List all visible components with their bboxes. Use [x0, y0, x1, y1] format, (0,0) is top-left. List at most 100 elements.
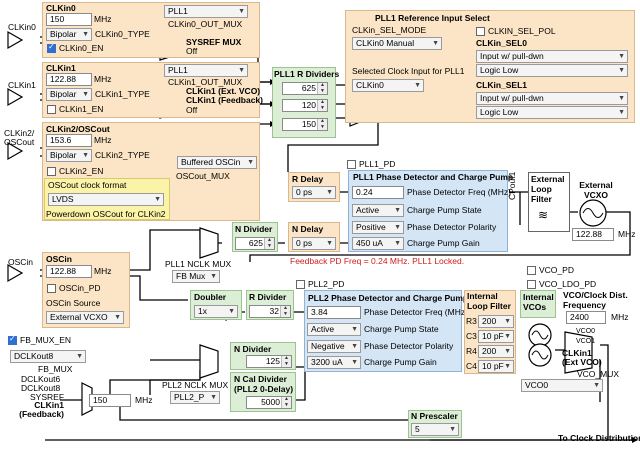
internal-vcos-title: Internal VCOs [523, 292, 554, 312]
clkin1-type-select[interactable]: Bipolar▼ [46, 88, 92, 101]
clkin-sel-mode-select[interactable]: CLKin0 Manual▼ [352, 37, 442, 50]
pll1-pd-freq-input[interactable]: 0.24 [352, 186, 404, 199]
pll1-n-divider-spinner[interactable]: 625▲▼ [235, 237, 275, 250]
clkin-sel1-level-select[interactable]: Logic Low▼ [476, 106, 628, 119]
r3-select[interactable]: 200▼ [478, 315, 514, 328]
clkin0-en-label: CLKin0_EN [59, 43, 104, 53]
pll2-pd-pol-select[interactable]: Negative▼ [307, 340, 361, 353]
chevron-down-icon: ▼ [394, 240, 401, 247]
pll1-pd-pol-select[interactable]: Positive▼ [352, 221, 404, 234]
clkin1-out-mux-select[interactable]: PLL1▼ [164, 64, 248, 77]
pll1-n-divider-value: 625 [248, 238, 263, 248]
spin-arrows-icon[interactable]: ▲▼ [264, 237, 274, 249]
vco-mux-select[interactable]: VCO0▼ [521, 379, 603, 392]
spin-arrows-icon[interactable]: ▲▼ [280, 305, 290, 317]
selected-input-select[interactable]: CLKin0▼ [352, 79, 424, 92]
pll2-nclk-mux-select[interactable]: PLL2_P▼ [170, 391, 220, 404]
oscout-mux-select[interactable]: Buffered OSCin▼ [177, 156, 257, 169]
clkin1-opt-ext-vco: CLKin1 (Ext. VCO) [186, 86, 261, 96]
vco-ldo-pd-checkbox[interactable] [527, 280, 536, 289]
pll2-pd-freq-input[interactable]: 3.84 [307, 306, 361, 319]
chevron-down-icon: ▼ [504, 348, 511, 355]
clkin-sel-pol-checkbox[interactable] [476, 27, 485, 36]
pll1-ref-select-title: PLL1 Reference Input Select [375, 13, 490, 23]
clkin0-en-checkbox[interactable] [47, 42, 56, 53]
oscin-title: OSCin [46, 254, 72, 264]
pin-clkin0: CLKin0 [8, 22, 36, 32]
chevron-down-icon: ▼ [154, 196, 161, 203]
clkin1-freq-input[interactable]: 122.88 [46, 73, 92, 86]
clkin1-en-checkbox[interactable] [47, 105, 56, 114]
chevron-down-icon: ▼ [238, 67, 245, 74]
pll1-r0-spinner[interactable]: 625▲▼ [282, 82, 328, 95]
pll2-n-divider-title: N Divider [234, 344, 272, 354]
pll1-cp-gain-label: Charge Pump Gain [407, 238, 480, 248]
pll2-pd-pol-value: Negative [311, 341, 345, 351]
oscin-pd-checkbox[interactable] [47, 284, 56, 293]
pll1-cp-gain-select[interactable]: 450 uA▼ [352, 237, 404, 250]
clkin2-type-select[interactable]: Bipolar▼ [46, 149, 92, 162]
pll2-r-divider-spinner[interactable]: 32▲▼ [249, 305, 291, 318]
external-loop-filter-box [528, 172, 570, 232]
vcxo-freq-unit: MHz [618, 229, 636, 239]
pll2-cp-state-select[interactable]: Active▼ [307, 323, 361, 336]
spin-arrows-icon[interactable]: ▲▼ [317, 118, 327, 130]
c4-select[interactable]: 10 pF▼ [478, 360, 514, 373]
pll1-r1-value: 120 [301, 100, 316, 110]
spin-arrows-icon[interactable]: ▲▼ [281, 355, 291, 367]
vco-ldo-pd-label: VCO_LDO_PD [539, 279, 597, 289]
c4-label: C4 [466, 361, 477, 371]
fb-mux-select[interactable]: DCLKout8▼ [10, 350, 86, 363]
fb-mux-input-dclkout6: DCLKout6 [21, 374, 61, 384]
fb-mux-freq-input[interactable]: 150 [89, 394, 131, 407]
c4-value: 10 pF [482, 361, 504, 371]
pll1-r2-spinner[interactable]: 150▲▼ [282, 118, 328, 131]
to-clock-distribution-label: To Clock Distribution [558, 433, 640, 443]
chevron-down-icon: ▼ [114, 314, 121, 321]
pin-clkin1: CLKin1 [8, 80, 36, 90]
clkin-sel0-type-select[interactable]: Input w/ pull-dwn▼ [476, 50, 628, 63]
chevron-down-icon: ▼ [238, 8, 245, 15]
clkin-sel0-level-select[interactable]: Logic Low▼ [476, 64, 628, 77]
chevron-down-icon: ▼ [351, 326, 358, 333]
clkin-sel1-type-select[interactable]: Input w/ pull-dwn▼ [476, 92, 628, 105]
pll1-pd-checkbox[interactable] [347, 160, 356, 169]
vco-mux-label: VCO_MUX [577, 369, 620, 379]
pll2-pd-checkbox[interactable] [296, 280, 305, 289]
clkin2-freq-input[interactable]: 153.6 [46, 134, 92, 147]
clkin0-freq-input[interactable]: 150 [46, 13, 92, 26]
oscin-freq-input[interactable]: 122.88 [46, 265, 92, 278]
pll1-cp-state-select[interactable]: Active▼ [352, 204, 404, 217]
pll2-ncal-divider-value: 5000 [261, 397, 280, 407]
n-prescaler-select[interactable]: 5▼ [411, 423, 459, 436]
pll2-doubler-select[interactable]: 1x▼ [194, 305, 238, 318]
clkin2-en-checkbox[interactable] [47, 167, 56, 176]
c3-select[interactable]: 10 pF▼ [478, 330, 514, 343]
clkin0-out-mux-select[interactable]: PLL1▼ [164, 5, 248, 18]
pll1-cp-state-label: Charge Pump State [407, 205, 482, 215]
vcxo-freq-input[interactable]: 122.88 [572, 228, 614, 241]
spin-arrows-icon[interactable]: ▲▼ [281, 396, 291, 408]
r4-select[interactable]: 200 ▼ [478, 345, 514, 358]
pll2-ncal-divider-spinner[interactable]: 5000▲▼ [246, 396, 292, 409]
oscout-format-select[interactable]: LVDS▼ [48, 193, 164, 206]
pll1-nclk-mux-select[interactable]: FB Mux▼ [172, 270, 220, 283]
chevron-down-icon: ▼ [82, 91, 89, 98]
chevron-down-icon: ▼ [618, 95, 625, 102]
fb-mux-en-checkbox[interactable] [8, 334, 17, 345]
vco-dist-freq-unit: MHz [611, 312, 629, 322]
pll2-cp-gain-select[interactable]: 3200 uA▼ [307, 356, 361, 369]
oscin-source-select[interactable]: External VCXO▼ [46, 311, 124, 324]
r4-value: 200 [482, 346, 497, 356]
pll1-r-delay-select[interactable]: 0 ps▼ [292, 186, 336, 199]
pll1-n-delay-select[interactable]: 0 ps▼ [292, 237, 336, 250]
pll2-n-divider-spinner[interactable]: 125▲▼ [246, 355, 292, 368]
vco-pd-checkbox[interactable] [527, 266, 536, 275]
chevron-down-icon: ▼ [618, 53, 625, 60]
spin-arrows-icon[interactable]: ▲▼ [317, 82, 327, 94]
pll1-r1-spinner[interactable]: 120▲▼ [282, 99, 328, 112]
vco-dist-freq-input[interactable]: 2400 [566, 311, 606, 324]
pll2-pd-freq-label: Phase Detector Freq (MHz) [364, 307, 468, 317]
spin-arrows-icon[interactable]: ▲▼ [317, 99, 327, 111]
clkin0-type-select[interactable]: Bipolar▼ [46, 28, 92, 41]
